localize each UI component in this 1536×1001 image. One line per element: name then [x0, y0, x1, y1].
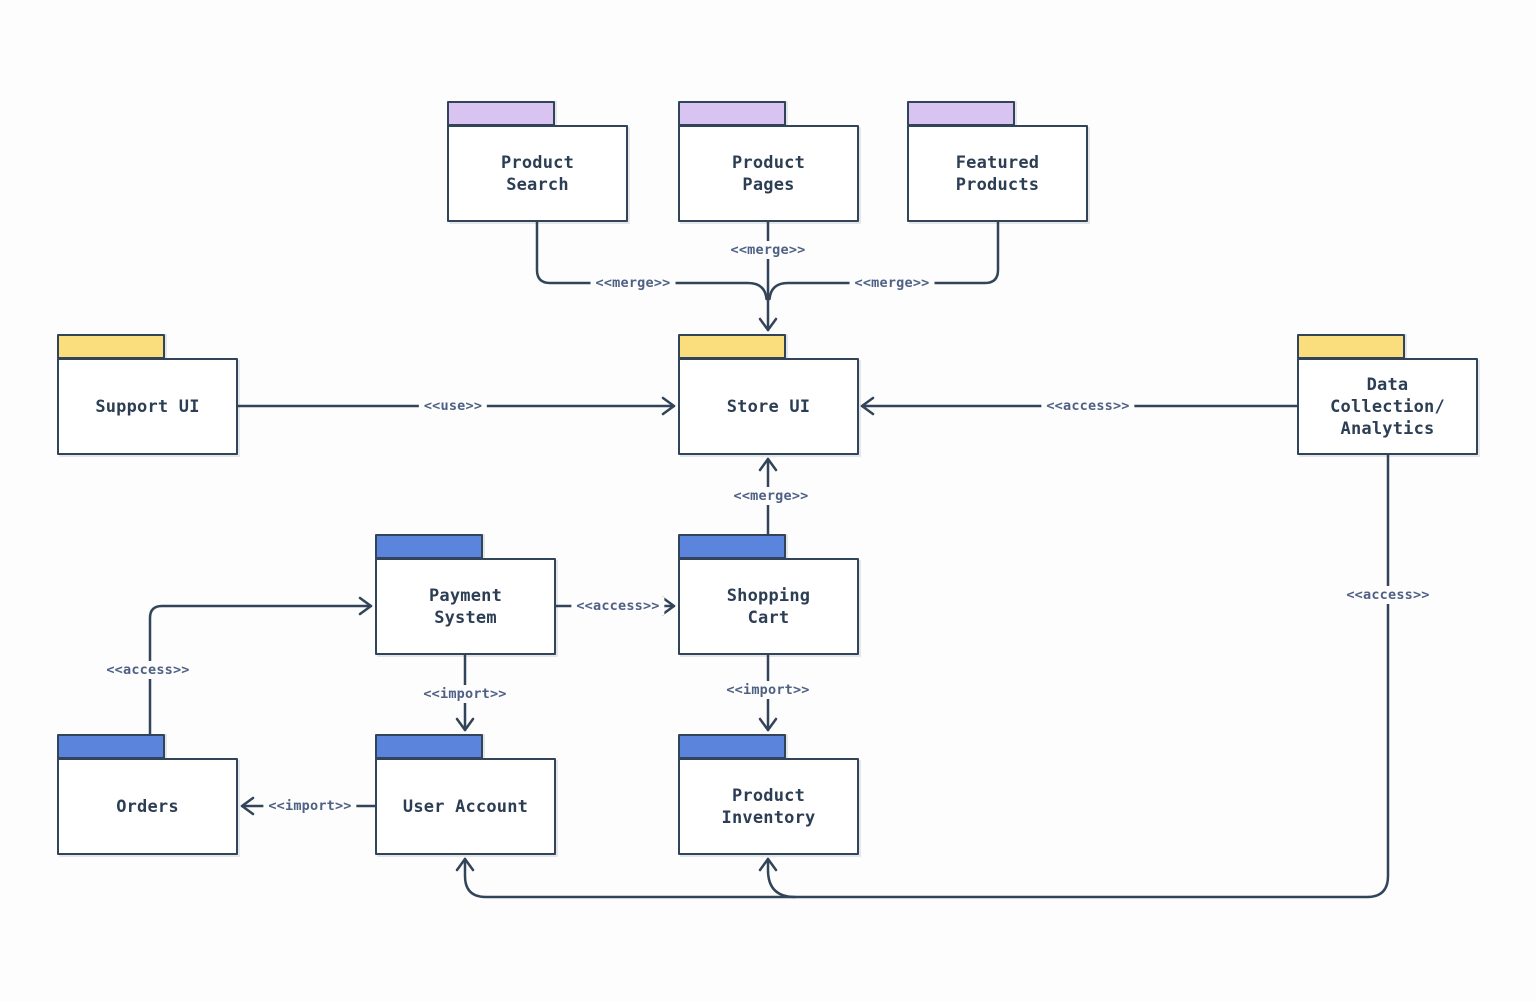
package-label: Product Pages — [731, 152, 806, 195]
edge-orders-access-payment — [148, 596, 373, 736]
edge-label-access-store: <<access>> — [1041, 397, 1135, 415]
package-tab — [447, 101, 555, 126]
package-label: Product Inventory — [721, 785, 816, 828]
edge-label-merge-cart: <<merge>> — [728, 487, 814, 505]
edge-label-import-inventory: <<import>> — [721, 681, 815, 699]
package-label: Orders — [116, 796, 179, 817]
package-body: Store UI — [678, 358, 859, 455]
package-tab — [57, 334, 165, 359]
package-label: Data Collection/ Analytics — [1330, 374, 1445, 439]
edge-product-search-merge — [535, 220, 768, 301]
package-support-ui[interactable]: Support UI — [57, 334, 238, 455]
package-tab — [907, 101, 1015, 126]
package-tab — [678, 334, 786, 359]
package-shopping-cart[interactable]: Shopping Cart — [678, 534, 859, 655]
edge-datacollection-access-user — [455, 453, 1390, 899]
package-label: Support UI — [95, 396, 200, 417]
edge-label-merge-featured: <<merge>> — [849, 274, 935, 292]
edge-label-import-user: <<import>> — [418, 685, 512, 703]
package-body: Product Search — [447, 125, 628, 222]
package-body: Product Pages — [678, 125, 859, 222]
package-product-search[interactable]: Product Search — [447, 101, 628, 222]
edge-datacollection-access-inventory — [758, 857, 797, 899]
package-store-ui[interactable]: Store UI — [678, 334, 859, 455]
package-body: User Account — [375, 758, 556, 855]
package-body: Data Collection/ Analytics — [1297, 358, 1478, 455]
edge-label-import-orders: <<import>> — [263, 797, 357, 815]
package-tab — [678, 101, 786, 126]
edge-featured-products-merge — [768, 220, 1000, 301]
edge-label-merge-search: <<merge>> — [590, 274, 676, 292]
edge-label-access-cart: <<access>> — [571, 597, 665, 615]
package-body: Featured Products — [907, 125, 1088, 222]
edge-label-merge-pages: <<merge>> — [725, 241, 811, 259]
package-tab — [375, 534, 483, 559]
package-featured-products[interactable]: Featured Products — [907, 101, 1088, 222]
package-label: Featured Products — [955, 152, 1040, 195]
package-label: User Account — [402, 796, 529, 817]
package-user-account[interactable]: User Account — [375, 734, 556, 855]
package-tab — [375, 734, 483, 759]
package-tab — [678, 734, 786, 759]
package-payment-system[interactable]: Payment System — [375, 534, 556, 655]
edge-label-access-orders: <<access>> — [101, 661, 195, 679]
package-product-inventory[interactable]: Product Inventory — [678, 734, 859, 855]
edge-label-access-dc: <<access>> — [1341, 586, 1435, 604]
package-data-collection[interactable]: Data Collection/ Analytics — [1297, 334, 1478, 455]
package-product-pages[interactable]: Product Pages — [678, 101, 859, 222]
package-label: Payment System — [428, 585, 503, 628]
package-orders[interactable]: Orders — [57, 734, 238, 855]
package-body: Shopping Cart — [678, 558, 859, 655]
package-body: Support UI — [57, 358, 238, 455]
package-body: Orders — [57, 758, 238, 855]
package-tab — [1297, 334, 1405, 359]
package-tab — [57, 734, 165, 759]
package-tab — [678, 534, 786, 559]
edge-label-use: <<use>> — [418, 397, 488, 415]
package-label: Product Search — [500, 152, 575, 195]
package-label: Shopping Cart — [726, 585, 811, 628]
package-body: Payment System — [375, 558, 556, 655]
package-body: Product Inventory — [678, 758, 859, 855]
package-label: Store UI — [726, 396, 811, 417]
